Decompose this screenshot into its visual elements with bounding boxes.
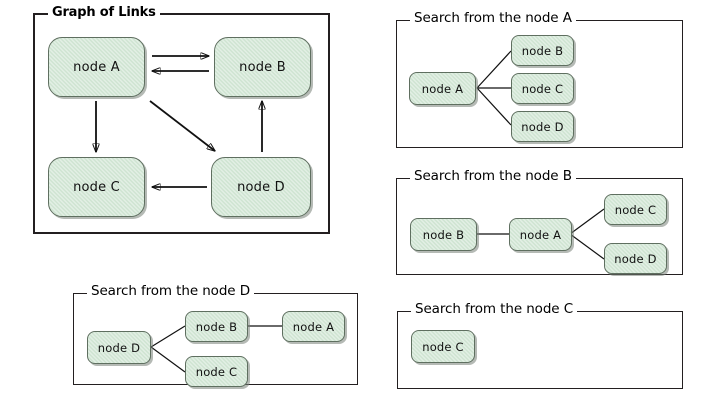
panel-search-from-node-a-title: Search from the node A (410, 11, 576, 26)
search-a-child-node-d-label: node D (521, 119, 564, 134)
panel-graph-of-links-title: Graph of Links (48, 6, 160, 19)
search-d-root-node-d[interactable]: node D (87, 331, 151, 364)
search-b-node-a[interactable]: node A (509, 218, 572, 251)
graph-node-b[interactable]: node B (214, 37, 311, 97)
search-c-root-node-c[interactable]: node C (411, 330, 475, 363)
panel-graph-of-links (33, 13, 330, 234)
search-a-child-node-c[interactable]: node C (511, 73, 574, 104)
panel-search-from-node-d-title: Search from the node D (87, 284, 255, 299)
search-c-root-node-c-label: node C (422, 339, 464, 354)
search-d-node-c-label: node C (195, 364, 238, 379)
search-b-node-a-label: node A (519, 227, 562, 242)
graph-node-b-label: node B (239, 59, 286, 75)
graph-node-c[interactable]: node C (48, 157, 145, 217)
graph-node-a[interactable]: node A (48, 37, 145, 97)
panel-search-from-node-b-title: Search from the node B (410, 169, 576, 184)
search-b-node-c-label: node C (614, 202, 657, 217)
graph-node-a-label: node A (73, 59, 120, 75)
search-d-node-c[interactable]: node C (185, 356, 248, 387)
search-d-node-a-label: node A (292, 319, 335, 334)
search-a-child-node-d[interactable]: node D (511, 111, 574, 142)
search-a-child-node-b[interactable]: node B (511, 35, 574, 66)
search-b-root-node-b[interactable]: node B (410, 218, 477, 251)
search-a-root-node-a-label: node A (421, 81, 464, 96)
search-a-child-node-b-label: node B (521, 43, 564, 58)
search-b-node-d-label: node D (614, 251, 657, 266)
search-b-root-node-b-label: node B (422, 227, 465, 242)
graph-node-c-label: node C (73, 179, 120, 195)
search-d-node-a[interactable]: node A (282, 311, 345, 342)
panel-search-from-node-c-title: Search from the node C (411, 302, 578, 317)
search-b-node-c[interactable]: node C (604, 194, 667, 225)
search-a-child-node-c-label: node C (521, 81, 564, 96)
search-a-root-node-a[interactable]: node A (409, 72, 476, 105)
graph-node-d-label: node D (237, 179, 285, 195)
search-d-node-b-label: node B (195, 319, 238, 334)
search-d-node-b[interactable]: node B (185, 311, 248, 342)
graph-node-d[interactable]: node D (211, 157, 311, 217)
search-d-root-node-d-label: node D (97, 340, 141, 355)
search-b-node-d[interactable]: node D (604, 243, 667, 274)
